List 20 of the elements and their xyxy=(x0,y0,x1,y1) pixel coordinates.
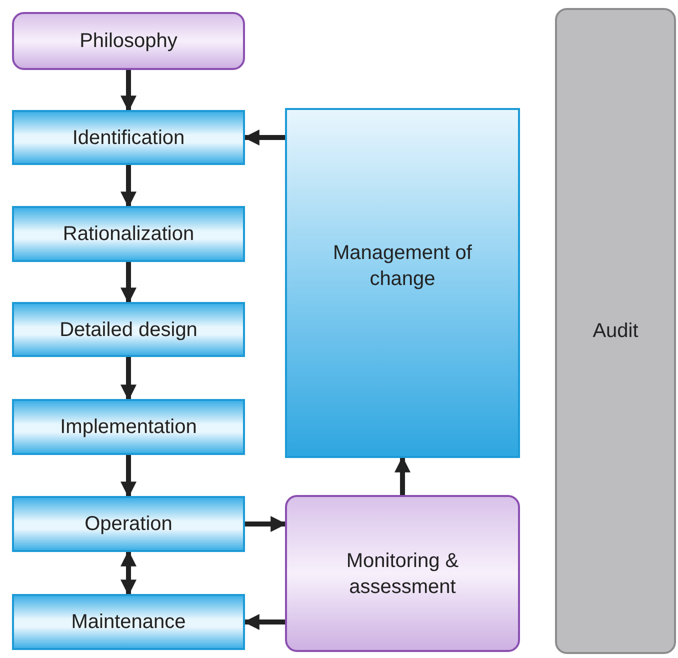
process-box: Management of change xyxy=(285,108,520,458)
arrow xyxy=(120,262,136,304)
process-box: Identification xyxy=(12,110,245,165)
arrow xyxy=(394,456,410,495)
arrow xyxy=(120,165,136,208)
process-box: Maintenance xyxy=(12,594,245,650)
arrow xyxy=(243,614,285,630)
process-box: Detailed design xyxy=(12,302,245,357)
arrow xyxy=(243,130,285,146)
process-box: Operation xyxy=(12,496,245,552)
process-box: Monitoring & assessment xyxy=(285,495,520,652)
process-box: Rationalization xyxy=(12,206,245,262)
process-box: Philosophy xyxy=(12,12,245,70)
arrow xyxy=(120,357,136,401)
arrow xyxy=(120,70,136,112)
process-box: Implementation xyxy=(12,399,245,455)
arrow xyxy=(120,455,136,498)
arrow xyxy=(120,550,136,596)
arrow xyxy=(245,516,287,532)
audit-panel: Audit xyxy=(555,8,676,654)
